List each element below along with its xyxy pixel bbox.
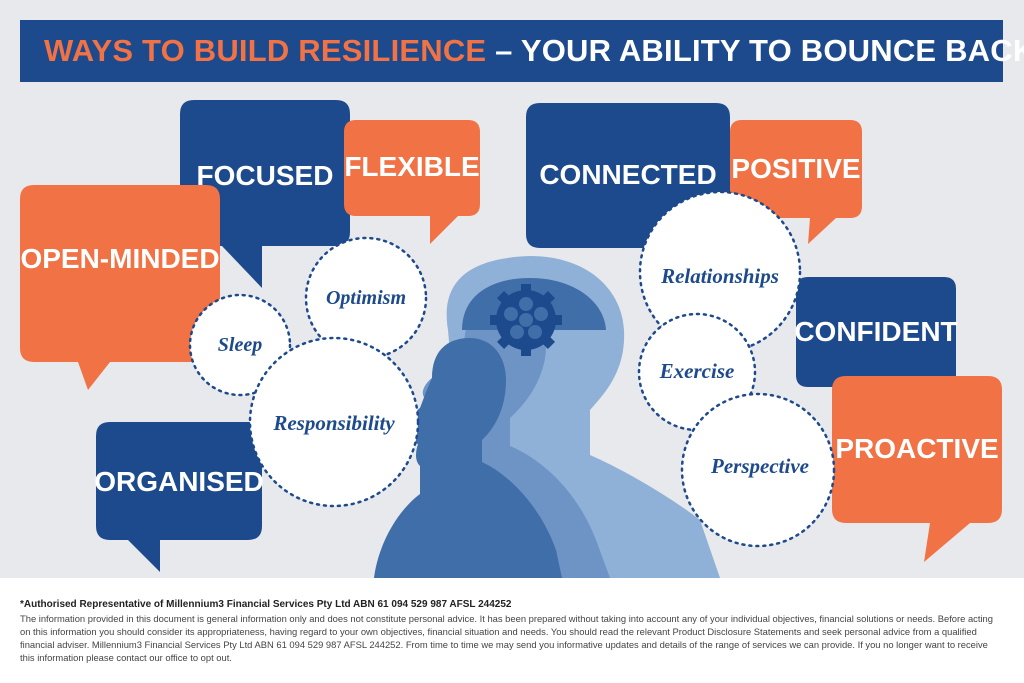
habit-sleep-label: Sleep [218, 334, 262, 356]
trait-flexible: FLEXIBLE [344, 151, 479, 182]
bubble-proactive: PROACTIVE [832, 376, 1002, 562]
habit-responsibility: Responsibility [248, 336, 420, 508]
bubble-focused: FOCUSED [180, 100, 350, 288]
disclaimer-body: The information provided in this documen… [20, 613, 993, 663]
habit-perspective-label: Perspective [710, 454, 809, 478]
bubble-confident: CONFIDENT [794, 277, 958, 387]
habit-exercise-label: Exercise [659, 359, 735, 383]
habit-relationships-label: Relationships [660, 264, 779, 288]
title-banner: WAYS TO BUILD RESILIENCE – YOUR ABILITY … [20, 20, 1024, 82]
trait-proactive: PROACTIVE [835, 433, 998, 464]
trait-open-minded: OPEN-MINDED [20, 243, 219, 274]
page-title: WAYS TO BUILD RESILIENCE – YOUR ABILITY … [44, 32, 1024, 70]
trait-connected: CONNECTED [539, 159, 716, 190]
title-rest: – YOUR ABILITY TO BOUNCE BACK [486, 33, 1024, 68]
bubble-flexible: FLEXIBLE [344, 120, 480, 244]
disclaimer-heading: *Authorised Representative of Millennium… [20, 599, 512, 610]
disclaimer-footer: *Authorised Representative of Millennium… [20, 598, 1005, 664]
head-front-silhouette [374, 338, 562, 578]
head-silhouettes [374, 256, 720, 578]
gear-icon [490, 284, 562, 356]
habit-optimism: Optimism [304, 236, 428, 360]
habit-responsibility-label: Responsibility [272, 411, 395, 435]
habit-relationships: Relationships [638, 190, 802, 354]
habit-perspective: Perspective [680, 392, 836, 548]
illustration: FOCUSED FLEXIBLE OPEN-MINDED ORGANISED C… [20, 100, 1002, 578]
title-accent: WAYS TO BUILD RESILIENCE [44, 33, 487, 68]
bubble-organised: ORGANISED [94, 422, 264, 572]
trait-focused: FOCUSED [197, 160, 334, 191]
habit-sleep: Sleep [188, 293, 292, 397]
trait-confident: CONFIDENT [794, 316, 957, 347]
habit-optimism-label: Optimism [326, 287, 406, 309]
trait-positive: POSITIVE [731, 153, 860, 184]
trait-organised: ORGANISED [94, 466, 264, 497]
bubble-open-minded: OPEN-MINDED [20, 185, 220, 390]
